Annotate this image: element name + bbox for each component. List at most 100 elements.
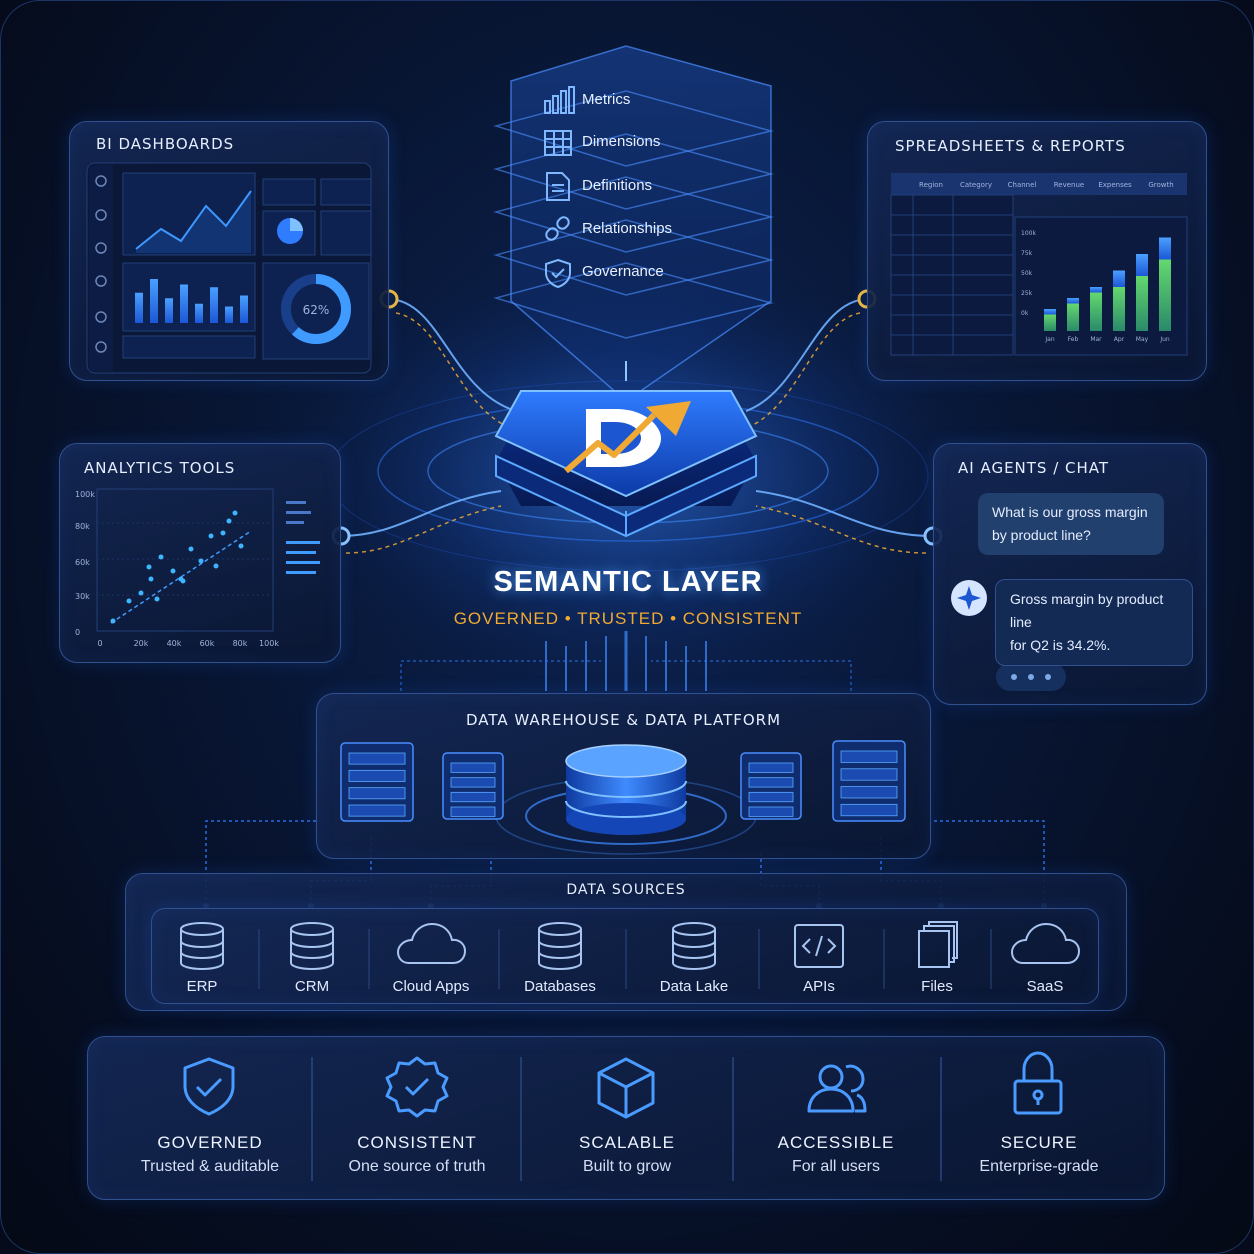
sheet-bar (1044, 309, 1056, 315)
scatter-point (220, 530, 226, 536)
data-source-databases[interactable]: Databases (524, 978, 596, 995)
feature-accessible-desc: For all users (791, 1158, 881, 1175)
chat-question-bubble: What is our gross margin by product line… (978, 493, 1164, 555)
data-source-data-lake[interactable]: Data Lake (659, 978, 729, 995)
bi-dashboards-title: BI DASHBOARDS (96, 135, 235, 153)
sheet-column-header: Channel (1008, 181, 1037, 189)
server-slot (840, 803, 898, 817)
sheet-bar (1113, 270, 1125, 287)
analytics-y-tick: 100k (75, 490, 95, 499)
layer-dimensions: Dimensions (582, 133, 661, 150)
server-slot (348, 769, 406, 782)
sheet-month-label: Jun (1159, 336, 1170, 343)
server-slot (450, 791, 496, 803)
scatter-point (138, 590, 144, 596)
database-icon (290, 922, 334, 970)
scatter-point (238, 543, 244, 549)
sheet-month-label: Apr (1114, 336, 1125, 343)
definitions-icon (546, 172, 570, 201)
data-source-crm[interactable]: CRM (294, 978, 330, 995)
sheet-column-header: Region (919, 181, 943, 189)
sheet-column-header: Growth (1148, 181, 1173, 189)
server-slot (450, 777, 496, 788)
sheet-bar (1136, 276, 1148, 331)
sheet-bar (1090, 287, 1102, 293)
data-source-erp[interactable]: ERP (186, 978, 218, 995)
analytics-x-tick: 20k (134, 639, 149, 648)
analytics-x-tick: 0 (97, 639, 102, 648)
sheet-y-tick: 25k (1021, 290, 1033, 297)
sheet-bar (1090, 292, 1102, 331)
analytics-y-tick: 80k (75, 522, 90, 531)
scatter-point (126, 598, 132, 604)
cube-icon (597, 1057, 655, 1119)
sheet-month-label: Feb (1068, 336, 1079, 343)
feature-consistent-name: CONSISTENT (357, 1133, 477, 1152)
chat-question-line1: What is our gross margin (992, 504, 1148, 520)
sheet-column-header: Expenses (1098, 181, 1132, 189)
feature-secure-desc: Enterprise-grade (979, 1158, 1099, 1175)
database-icon (538, 922, 582, 970)
scatter-point (208, 533, 214, 539)
sheet-column-header: Category (960, 181, 992, 189)
semantic-layer-subtitle: GOVERNED • TRUSTED • CONSISTENT (453, 609, 803, 628)
feature-accessible-name: ACCESSIBLE (777, 1133, 895, 1152)
bi-bar (210, 287, 218, 323)
server-slot (748, 762, 794, 773)
bi-bar (135, 292, 143, 323)
layer-governance: Governance (582, 263, 664, 280)
sheet-bar (1159, 237, 1171, 260)
scatter-point (110, 618, 116, 624)
sheet-month-label: Mar (1090, 336, 1102, 343)
analytics-x-tick: 80k (233, 639, 248, 648)
ai-agents-title: AI AGENTS / CHAT (958, 459, 1110, 477)
badge-check-icon (385, 1056, 449, 1118)
bi-bar (150, 279, 158, 323)
server-slot (450, 806, 496, 817)
spreadsheets-title: SPREADSHEETS & REPORTS (895, 137, 1126, 155)
sheet-column-header: Revenue (1054, 181, 1085, 189)
server-slot (840, 768, 898, 781)
governance-icon (545, 258, 571, 289)
data-source-cloud-apps[interactable]: Cloud Apps (392, 978, 470, 995)
data-source-saas[interactable]: SaaS (1026, 978, 1064, 995)
sheet-bar (1067, 298, 1079, 304)
cloud-icon (396, 922, 467, 964)
analytics-graphics (96, 488, 320, 632)
layer-relationships: Relationships (582, 220, 673, 237)
ai-sparkle-avatar (951, 580, 987, 616)
sheet-y-tick: 100k (1021, 230, 1036, 237)
analytics-y-tick: 30k (75, 592, 90, 601)
analytics-x-tick: 100k (259, 639, 279, 648)
feature-scalable-desc: Built to grow (582, 1158, 672, 1175)
scatter-point (148, 576, 154, 582)
sheet-bar (1113, 287, 1125, 331)
sheet-bar (1159, 259, 1171, 331)
sheet-y-tick: 75k (1021, 250, 1033, 257)
sheet-bar (1136, 254, 1148, 276)
layer-definitions: Definitions (582, 177, 653, 194)
layer-metrics: Metrics (582, 91, 631, 108)
data-source-files[interactable]: Files (921, 978, 953, 995)
cloud-icon (1010, 922, 1081, 964)
spreadsheet-graphics (890, 173, 1188, 356)
sheet-month-label: May (1136, 336, 1149, 343)
sheet-bar (1044, 314, 1056, 331)
analytics-y-tick: 60k (75, 558, 90, 567)
feature-secure-name: SECURE (1000, 1133, 1078, 1152)
scatter-point (232, 510, 238, 516)
sheet-y-tick: 0k (1021, 310, 1029, 317)
feature-governed-name: GOVERNED (157, 1133, 263, 1152)
analytics-x-tick: 40k (167, 639, 182, 648)
data-source-apis[interactable]: APIs (803, 978, 835, 995)
scatter-point (213, 563, 219, 569)
sheet-bar (1067, 303, 1079, 331)
lock-icon (1013, 1051, 1063, 1115)
analytics-y-tick: 0 (75, 628, 80, 637)
chat-answer-line2: for Q2 is 34.2%. (1010, 637, 1111, 653)
bi-gauge-label: 62% (303, 303, 330, 317)
server-slot (450, 762, 496, 773)
